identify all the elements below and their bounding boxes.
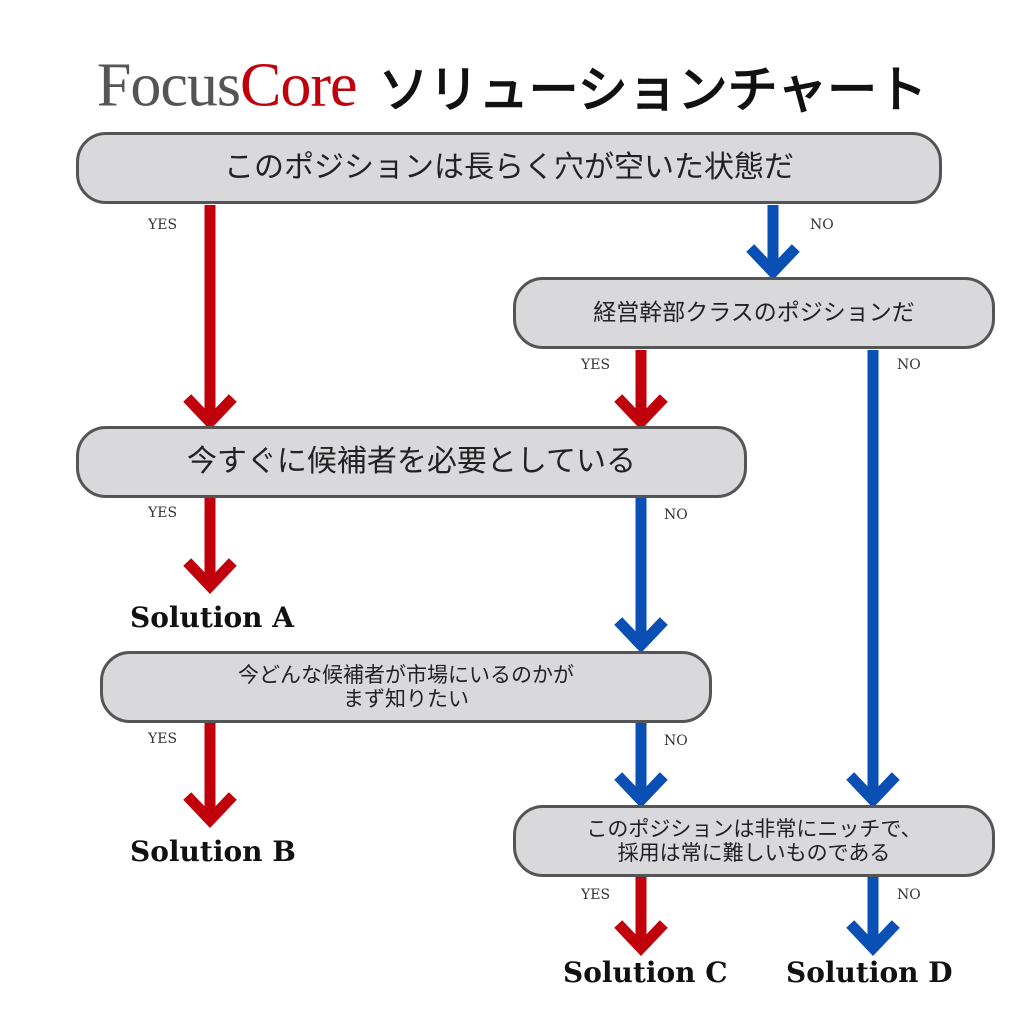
- chart-title: FocusCore ソリューションチャート: [0, 50, 1024, 122]
- arrow-q2-yes-head: [614, 394, 668, 430]
- question-niche-position: このポジションは非常にニッチで、 採用は常に難しいものである: [513, 805, 995, 877]
- arrow-q1-yes: [183, 205, 237, 430]
- arrow-q1-no: [746, 205, 800, 280]
- arrow-q5-yes-head: [614, 920, 668, 956]
- yes-label-q1: YES: [148, 217, 178, 233]
- question-need-now-text: 今すぐに候補者を必要としている: [186, 443, 637, 479]
- arrow-q5-yes: [614, 877, 668, 956]
- arrow-q3-yes: [183, 498, 237, 594]
- arrow-q4-no-head: [614, 772, 668, 808]
- arrow-q5-no-head: [846, 920, 900, 956]
- question-niche-position-line2: 採用は常に難しいものである: [617, 841, 891, 865]
- yes-label-q4: YES: [148, 731, 178, 747]
- no-label-q5: NO: [897, 887, 921, 903]
- question-market-research-line1: 今どんな候補者が市場にいるのかが: [238, 662, 574, 687]
- solution-b: Solution B: [130, 835, 296, 868]
- arrow-q3-no: [614, 498, 668, 653]
- arrow-q2-no-head: [846, 772, 900, 808]
- yes-label-q5: YES: [581, 887, 611, 903]
- no-label-q4: NO: [664, 733, 688, 749]
- question-niche-position-line1: このポジションは非常にニッチで、: [586, 816, 922, 841]
- arrow-q4-no: [614, 723, 668, 808]
- solution-d: Solution D: [786, 956, 953, 989]
- question-executive-position-text: 経営幹部クラスのポジションだ: [593, 299, 915, 326]
- arrow-q4-yes-head: [183, 792, 237, 828]
- arrow-q1-yes-head: [183, 394, 237, 430]
- logo-focus-text: Focus: [96, 51, 241, 120]
- question-long-vacancy: このポジションは長らく穴が空いた状態だ: [76, 132, 942, 204]
- yes-label-q2: YES: [581, 357, 611, 373]
- arrow-q5-no: [846, 877, 900, 956]
- question-executive-position: 経営幹部クラスのポジションだ: [513, 277, 995, 349]
- solution-a: Solution A: [130, 601, 294, 634]
- question-market-research: 今どんな候補者が市場にいるのかが まず知りたい: [100, 651, 712, 723]
- no-label-q1: NO: [810, 217, 834, 233]
- page-title: ソリューションチャート: [378, 61, 928, 119]
- arrow-q2-no: [846, 350, 900, 808]
- logo-core-text: Core: [240, 51, 358, 120]
- no-label-q3: NO: [664, 507, 688, 523]
- arrow-q1-no-head: [746, 244, 800, 280]
- solution-c: Solution C: [563, 956, 728, 989]
- question-market-research-line2: まず知りたい: [343, 687, 469, 711]
- yes-label-q3: YES: [148, 505, 178, 521]
- focuscore-logo: FocusCore: [96, 51, 358, 120]
- question-long-vacancy-text: このポジションは長らく穴が空いた状態だ: [224, 149, 794, 185]
- arrow-q2-yes: [614, 350, 668, 430]
- arrow-q3-no-head: [614, 617, 668, 653]
- arrow-q4-yes: [183, 723, 237, 828]
- question-need-now: 今すぐに候補者を必要としている: [76, 426, 747, 498]
- no-label-q2: NO: [897, 357, 921, 373]
- arrow-q3-yes-head: [183, 558, 237, 594]
